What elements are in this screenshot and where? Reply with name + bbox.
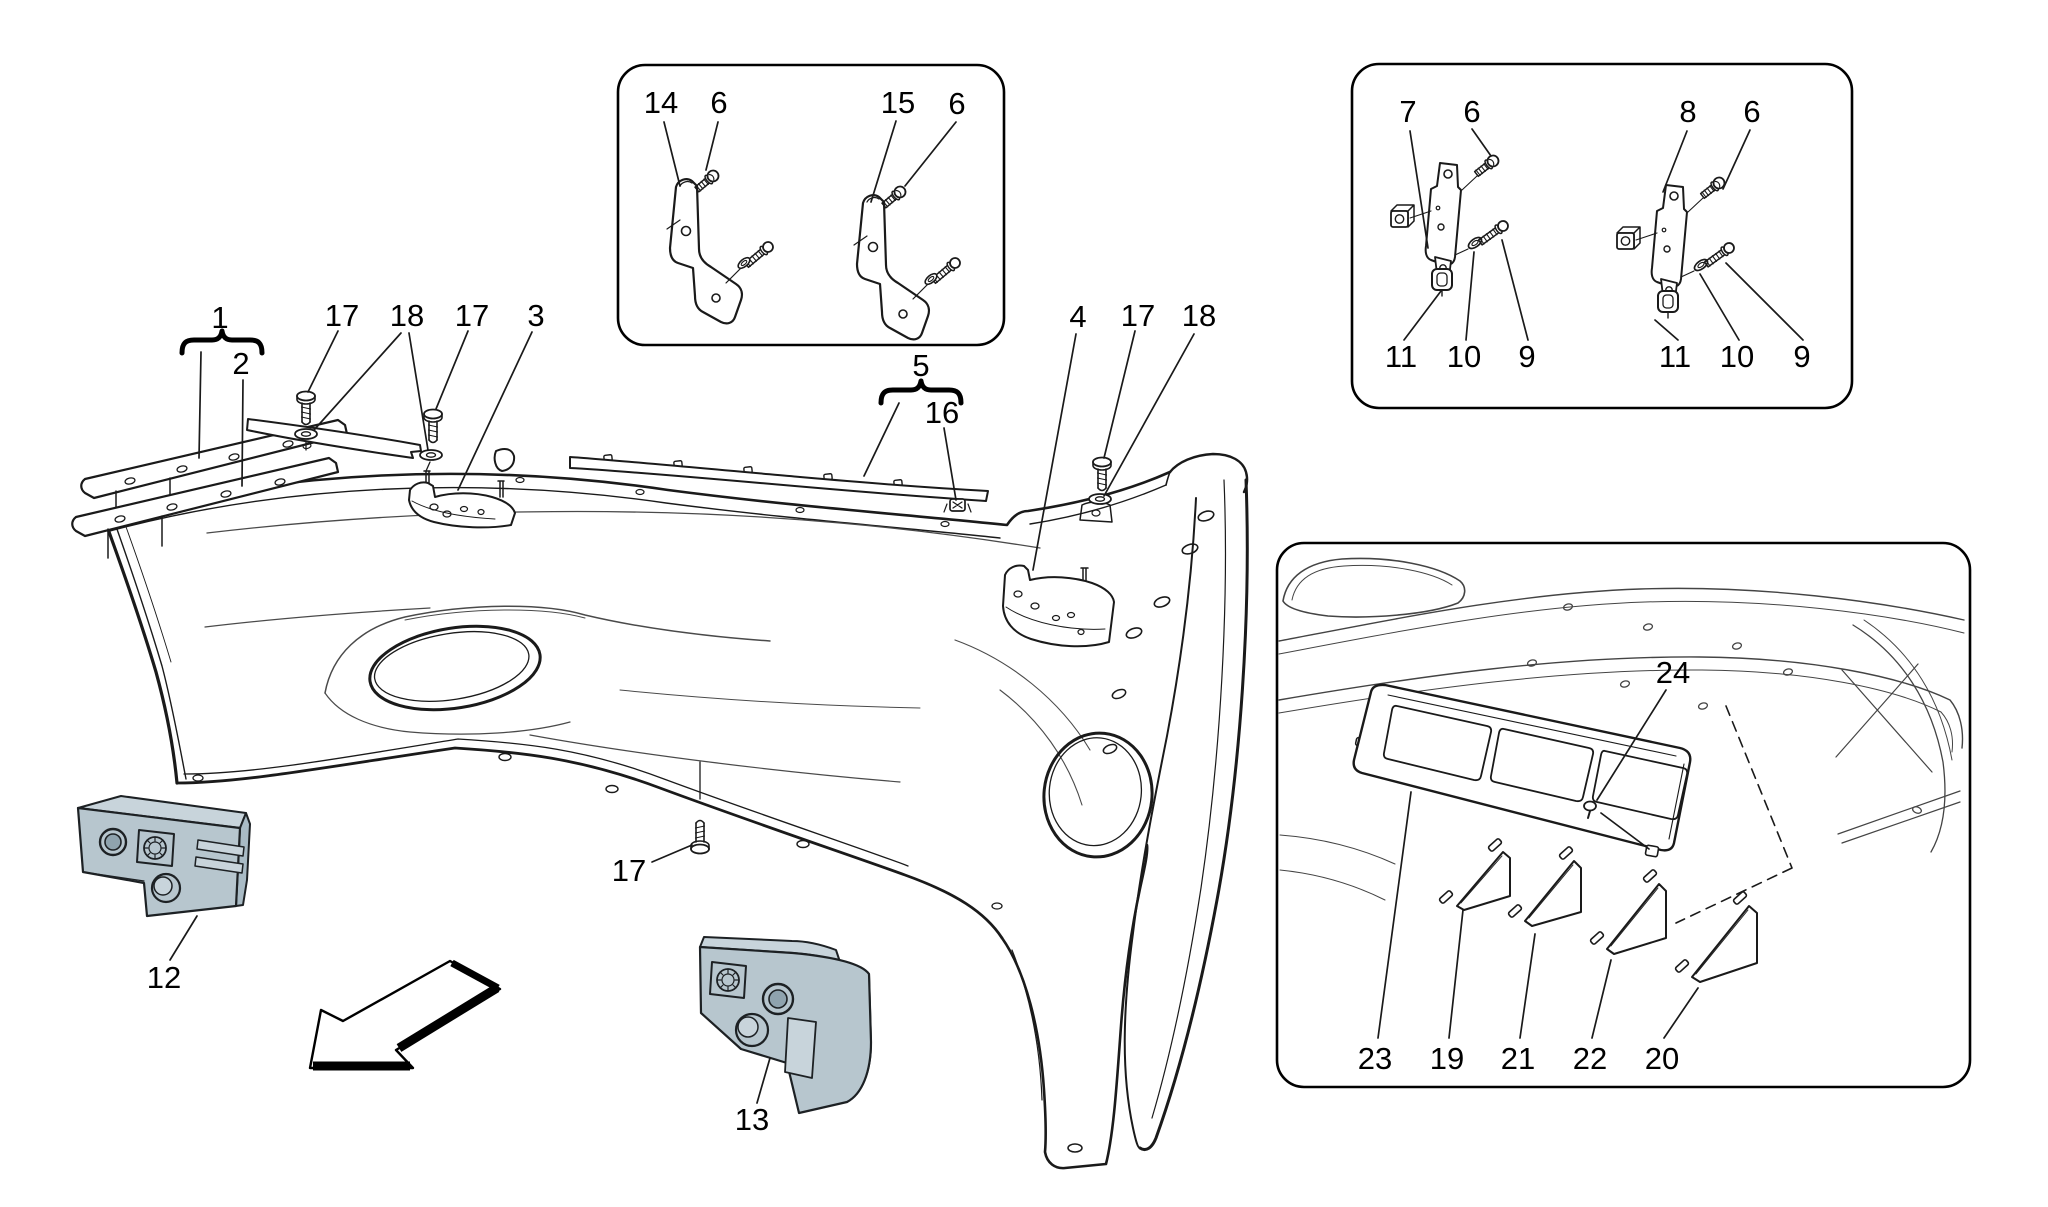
gusset-brackets bbox=[1438, 705, 1793, 983]
bracket-3 bbox=[408, 470, 516, 529]
inset-box-side-brackets bbox=[1350, 62, 1854, 410]
bumper-stay-right bbox=[698, 936, 873, 1115]
callout-braces bbox=[179, 328, 964, 406]
inset-box-upper-brackets bbox=[616, 63, 1006, 347]
trim-strip-upper bbox=[80, 418, 349, 521]
trim-strip-lower bbox=[71, 456, 340, 559]
bumper-surface-creases bbox=[204, 510, 1091, 806]
fasteners-main bbox=[294, 390, 1112, 855]
retainer-molding bbox=[246, 418, 516, 472]
inner-panel-background bbox=[1278, 557, 1965, 901]
bumper-shell bbox=[102, 452, 1249, 1170]
clip-16 bbox=[943, 498, 972, 513]
inset-box-inner-panel bbox=[1275, 541, 1972, 1089]
leader-lines bbox=[169, 120, 1804, 1104]
exhaust-cutout-right bbox=[1042, 731, 1154, 859]
bracket-4 bbox=[1002, 564, 1115, 648]
center-trim bbox=[569, 454, 989, 502]
bumper-stay-left bbox=[76, 795, 251, 918]
direction-arrow bbox=[308, 959, 502, 1071]
inset-upper-brackets-content bbox=[667, 168, 962, 339]
exhaust-cutout-left bbox=[368, 624, 542, 712]
inset-side-brackets-content bbox=[1391, 153, 1736, 318]
mounting-plate-23 bbox=[1352, 683, 1692, 858]
